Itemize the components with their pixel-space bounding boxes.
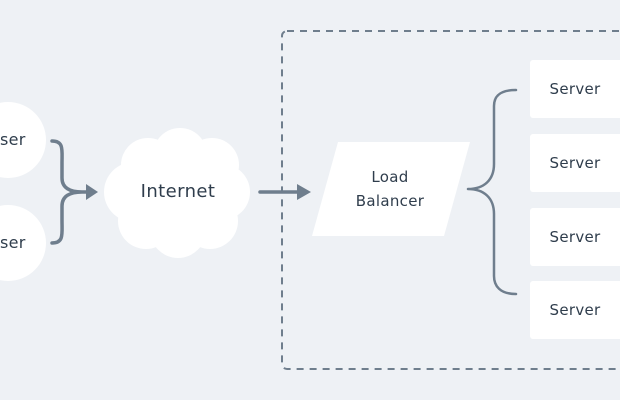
server-node-4 <box>530 281 620 339</box>
server-node-2 <box>530 134 620 192</box>
server-node-1 <box>530 60 620 118</box>
server-fanout-brace <box>466 88 518 296</box>
server-cluster-boundary <box>281 30 620 370</box>
load-balancer-label-line1: Load <box>371 168 409 186</box>
server-node-3 <box>530 208 620 266</box>
user-merge-arrowhead <box>86 184 98 200</box>
server-label-2: Server <box>549 154 601 172</box>
internet-cloud <box>104 128 250 258</box>
user-label-1: ser <box>0 130 26 149</box>
server-label-4: Server <box>549 301 601 319</box>
user-node-2 <box>0 205 46 281</box>
server-label-1: Server <box>549 80 601 98</box>
internet-to-lb-arrowhead <box>297 184 311 200</box>
load-balancer-label-line2: Balancer <box>355 192 425 210</box>
user-node-1 <box>0 102 46 178</box>
internet-label: Internet <box>140 181 216 202</box>
load-balancer-node <box>312 142 470 236</box>
user-merge-brace <box>50 139 92 245</box>
load-balancer-label: Load Balancer <box>340 165 440 213</box>
user-label-2: ser <box>0 233 26 252</box>
server-label-3: Server <box>549 228 601 246</box>
